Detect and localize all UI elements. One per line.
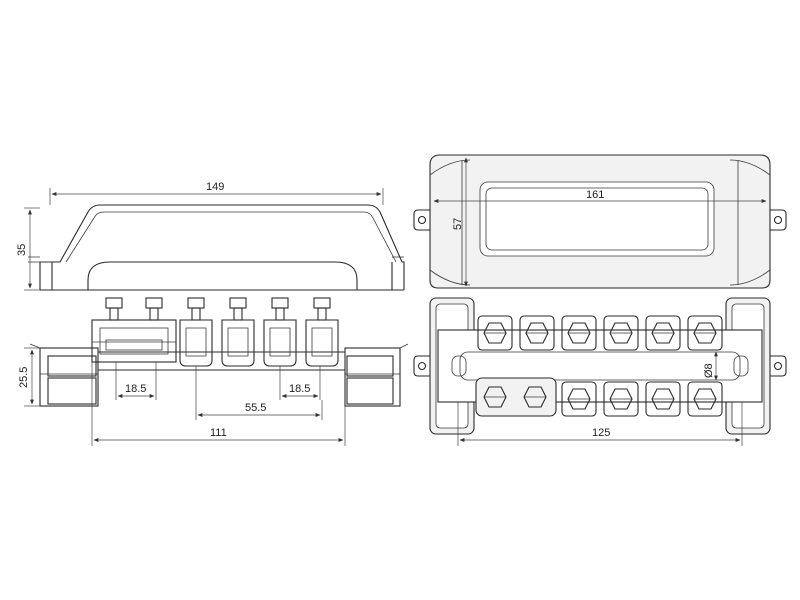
clamp-1 bbox=[179, 297, 213, 367]
dimension-front-height: 25.5 bbox=[18, 347, 40, 407]
block-top-view bbox=[413, 297, 787, 435]
dimension-clamp-span: 55.5 bbox=[195, 366, 323, 420]
top-height-label: 35 bbox=[16, 244, 28, 256]
dimension-plan-height: 57 bbox=[452, 157, 468, 287]
dimension-clamp-width-left: 18.5 bbox=[115, 362, 157, 400]
front-height-label: 25.5 bbox=[18, 367, 30, 388]
block-front-view bbox=[29, 297, 409, 407]
base-width-label: 125 bbox=[592, 427, 610, 439]
dimension-plan-width: 161 bbox=[433, 189, 767, 203]
dimension-top-width: 149 bbox=[49, 181, 384, 205]
clamp-3 bbox=[263, 297, 297, 367]
clamp-width-right-label: 18.5 bbox=[289, 383, 310, 395]
plan-height-label: 57 bbox=[452, 218, 464, 230]
clamp-width-left-label: 18.5 bbox=[125, 383, 146, 395]
dimension-clamp-width-right: 18.5 bbox=[279, 366, 321, 400]
top-width-label: 149 bbox=[206, 181, 224, 193]
plan-width-label: 161 bbox=[586, 189, 604, 201]
dimension-base-width: 125 bbox=[457, 402, 743, 446]
screw-head bbox=[105, 297, 123, 321]
front-width-label: 111 bbox=[210, 427, 227, 439]
bottom-clamp-row bbox=[475, 377, 723, 417]
cover-plan-view bbox=[413, 154, 787, 289]
cover-side-view bbox=[28, 204, 405, 291]
clamp-span-label: 55.5 bbox=[245, 402, 266, 414]
hole-diameter-label: Ø8 bbox=[703, 363, 715, 378]
clamp-2 bbox=[221, 297, 255, 367]
top-clamp-row bbox=[477, 315, 723, 351]
screw-head bbox=[145, 297, 163, 321]
clamp-4 bbox=[305, 297, 339, 367]
dimension-top-height: 35 bbox=[16, 207, 40, 291]
dimension-front-width: 111 bbox=[91, 362, 346, 446]
dimension-hole-diameter: Ø8 bbox=[703, 351, 718, 381]
